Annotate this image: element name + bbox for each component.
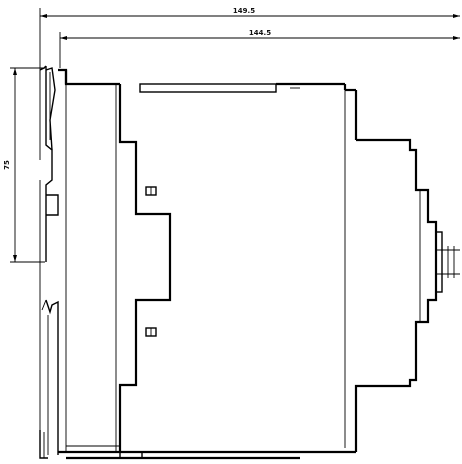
body-width-label: 144.5 — [249, 29, 271, 37]
din-rail-clip — [39, 65, 59, 459]
overall-width-label: 149.5 — [233, 7, 255, 15]
dimension-overall-width: 149.5 — [39, 7, 460, 80]
rail-height-label: 75 — [3, 160, 11, 170]
dimension-rail-height: 75 — [3, 67, 45, 263]
shaft-extension — [435, 231, 460, 293]
front-profile — [354, 138, 438, 452]
dimension-body-width: 144.5 — [59, 29, 460, 68]
housing-body — [58, 68, 358, 460]
